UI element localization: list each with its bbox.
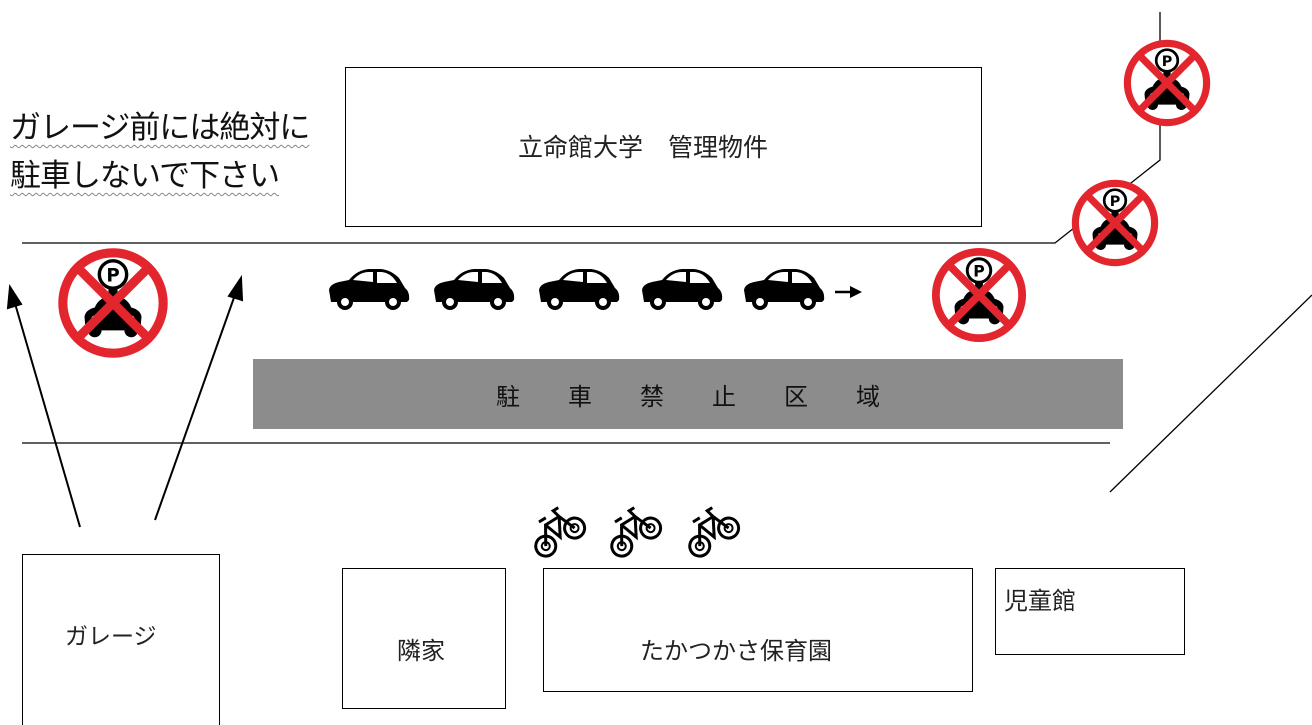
childrens-hall-building: 児童館	[995, 568, 1185, 655]
car-icon	[744, 269, 825, 310]
nursery-label: たかつかさ保育園	[640, 637, 832, 665]
university-building: 立命館大学 管理物件	[345, 67, 982, 227]
road-edge-diagonal	[1109, 294, 1312, 493]
arrow-icon	[6, 284, 81, 528]
notice-line-1: ガレージ前には絶対に	[10, 110, 310, 146]
no-parking-zone-label: 駐車禁止区域	[496, 382, 928, 411]
car-icon	[329, 269, 410, 310]
no-parking-zone: 駐車禁止区域	[253, 359, 1123, 429]
arrow-icon	[154, 274, 244, 521]
no-parking-icon	[63, 253, 163, 353]
neighbor-label: 隣家	[397, 637, 445, 665]
bicycle-icon	[527, 502, 587, 562]
university-label: 立命館大学 管理物件	[518, 133, 769, 162]
arrow-right-icon	[835, 286, 862, 298]
notice-line-2: 駐車しないで下さい	[10, 158, 280, 194]
bicycle-icon	[681, 502, 741, 562]
nursery-building: たかつかさ保育園	[543, 568, 973, 692]
bicycle-icon	[603, 502, 663, 562]
garage-label: ガレージ	[65, 624, 157, 650]
no-parking-icon	[1127, 43, 1206, 122]
car-icon	[642, 269, 723, 310]
car-icon	[539, 269, 620, 310]
neighbor-house: 隣家	[342, 568, 506, 709]
car-icon	[434, 269, 515, 310]
no-parking-icon	[936, 252, 1022, 338]
no-parking-icon	[1075, 183, 1154, 262]
garage-building: ガレージ	[22, 554, 220, 725]
childrens-hall-label: 児童館	[1004, 587, 1076, 615]
